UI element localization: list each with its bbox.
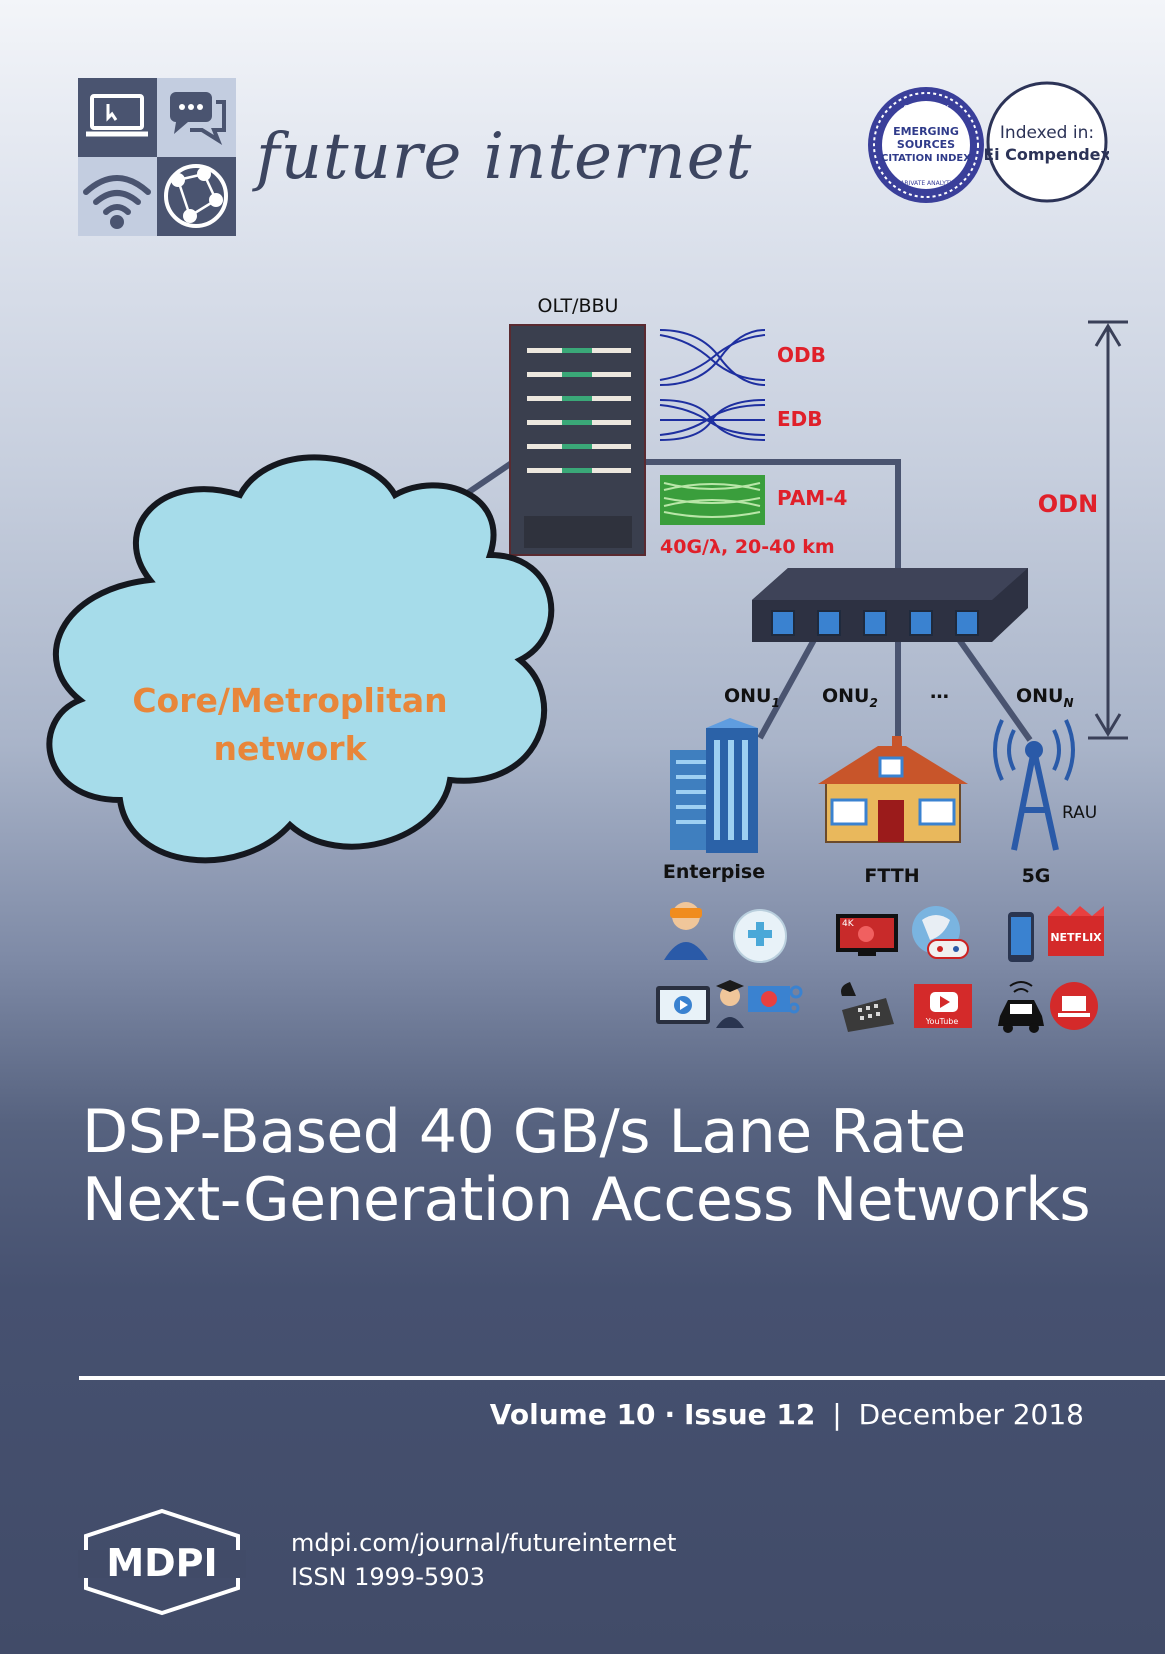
- article-title: DSP-Based 40 GB/s Lane Rate Next-Generat…: [82, 1097, 1091, 1235]
- journal-title: future internet: [256, 120, 753, 194]
- esci-line2: SOURCES: [897, 138, 955, 151]
- pam4-label: PAM-4: [777, 486, 847, 510]
- edb-label: EDB: [777, 407, 823, 431]
- cloud-label-line1: Core/Metroplitan: [132, 681, 447, 720]
- desk-phone-icon: [841, 982, 894, 1032]
- rate-label: 40G/λ, 20-40 km: [660, 536, 835, 558]
- pam4-eye-diagram: [660, 475, 765, 525]
- gaming-globe-icon: [912, 906, 969, 959]
- rau-label: RAU: [1062, 803, 1097, 823]
- esci-line3: CITATION INDEX: [881, 153, 971, 164]
- enterprise-building-icon: [670, 718, 758, 853]
- ei-line1: Indexed in:: [1000, 123, 1094, 143]
- youtube-text: YouTube: [925, 1017, 959, 1026]
- publisher-info: mdpi.com/journal/futureinternet ISSN 199…: [291, 1526, 676, 1594]
- issue-date: December 2018: [858, 1398, 1084, 1431]
- esci-badge: COVERED BY EMERGING SOURCES CITATION IND…: [868, 87, 984, 203]
- ei-line2: Ei Compendex: [985, 145, 1109, 164]
- connected-car-icon: [998, 981, 1044, 1033]
- tablet-video-icon: [656, 986, 710, 1024]
- splitter-to-onun-link: [955, 636, 1033, 742]
- journal-url-link[interactable]: mdpi.com/journal/futureinternet: [291, 1529, 677, 1557]
- odn-span-arrow: [1088, 320, 1128, 740]
- olt-to-splitter-link: [640, 459, 901, 570]
- esci-bottom-text: CLARIVATE ANALYTICS: [893, 180, 960, 187]
- issue-pipe: |: [832, 1398, 842, 1431]
- netflix-icon: NETFLIX: [1048, 906, 1104, 956]
- olt-rack-icon: [509, 324, 646, 556]
- odn-label: ODN: [1038, 490, 1098, 518]
- network-diagram: OLT/BBU: [46, 295, 1128, 1033]
- issue-info: Volume 10 · Issue 12 | December 2018: [490, 1398, 1084, 1431]
- chat-icon: [170, 92, 226, 145]
- laptop-icon: [86, 94, 148, 137]
- mdpi-logo: MDPI: [78, 1508, 246, 1616]
- wifi-icon: [83, 175, 151, 229]
- onu2-label: ONU2: [822, 685, 878, 710]
- esci-top-text: COVERED BY: [903, 104, 949, 112]
- enterprise-label: Enterpise: [663, 861, 765, 883]
- odb-label: ODB: [777, 343, 826, 367]
- ftth-label: FTTH: [864, 865, 919, 887]
- edb-eye-diagram: [659, 399, 766, 441]
- olt-label: OLT/BBU: [538, 295, 619, 317]
- network-globe-icon: [164, 164, 228, 228]
- onu-dots: …: [930, 681, 949, 703]
- tv-4k-text: 4K: [842, 919, 855, 929]
- volume-issue-separator: ·: [664, 1398, 676, 1431]
- antenna-tower-icon: [993, 719, 1075, 851]
- fiveg-label: 5G: [1022, 865, 1051, 887]
- mdpi-logo-text: MDPI: [106, 1541, 217, 1585]
- laptop-red-icon: [1050, 982, 1098, 1030]
- medical-icon: [733, 909, 787, 963]
- 4k-tv-icon: 4K: [836, 914, 898, 956]
- onun-label: ONUN: [1016, 685, 1074, 710]
- ei-compendex-badge: Indexed in: Ei Compendex: [985, 81, 1109, 203]
- house-icon: [818, 736, 968, 843]
- smartphone-icon: [1008, 912, 1034, 962]
- cloud-label-line2: network: [213, 729, 367, 768]
- odb-eye-diagram: [659, 329, 766, 386]
- issn-text: ISSN 1999-5903: [291, 1563, 485, 1591]
- volume-text: Volume 10: [489, 1398, 656, 1431]
- issue-number-text: Issue 12: [684, 1398, 816, 1431]
- netflix-text: NETFLIX: [1050, 931, 1102, 944]
- esci-line1: EMERGING: [893, 125, 959, 138]
- splitter-switch-icon: [752, 568, 1028, 642]
- vr-user-icon: [664, 902, 708, 960]
- online-learning-icon: [716, 980, 803, 1028]
- core-network-cloud: Core/Metroplitan network: [46, 454, 555, 864]
- youtube-icon: YouTube: [914, 984, 972, 1028]
- splitter-to-onu1-link: [757, 636, 818, 740]
- title-divider: [79, 1376, 1165, 1380]
- onu1-label: ONU1: [724, 685, 780, 710]
- journal-logo: [78, 78, 236, 236]
